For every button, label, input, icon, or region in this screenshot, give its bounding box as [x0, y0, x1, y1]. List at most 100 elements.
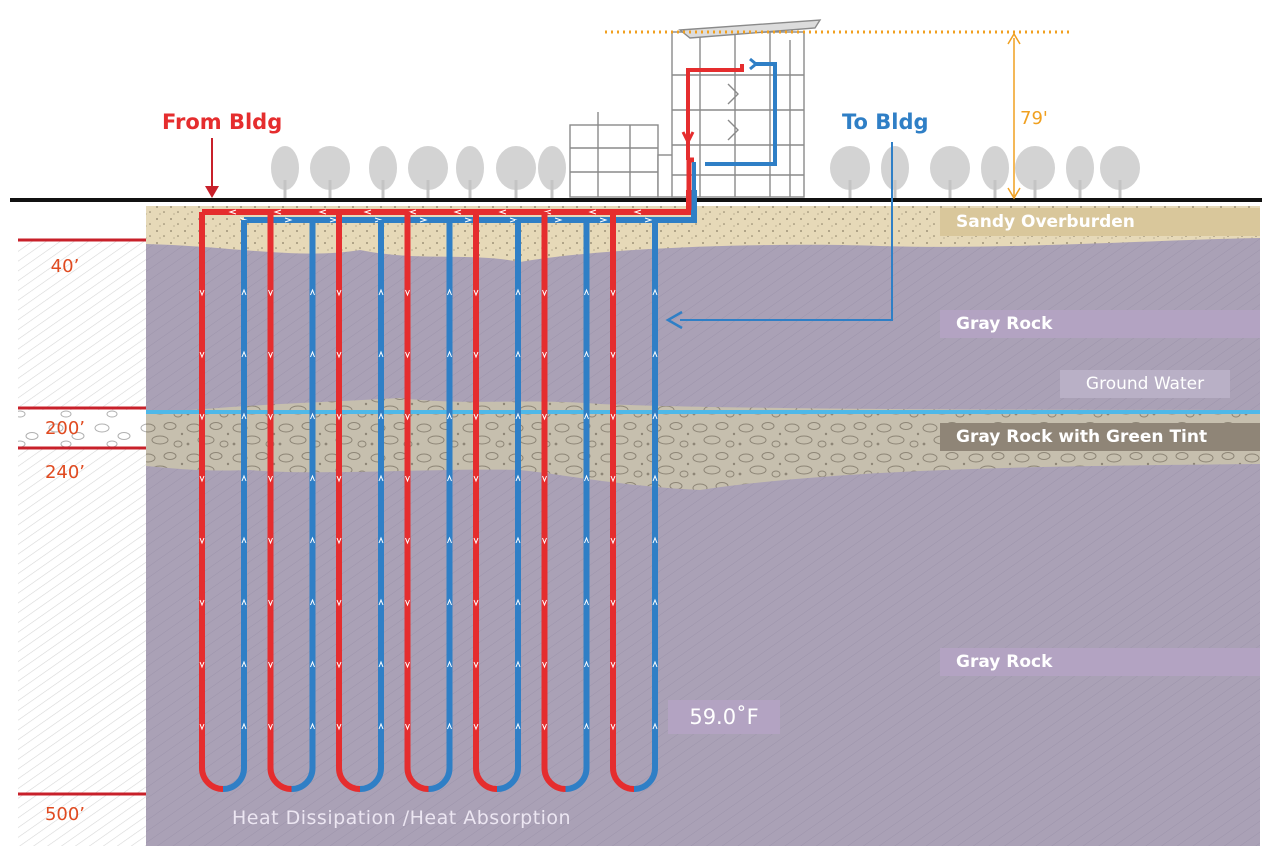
- down-flow-arrow-icon: [336, 599, 342, 607]
- left-hatch-section: [18, 206, 146, 846]
- down-flow-arrow-icon: [405, 537, 410, 545]
- from-bldg-label: From Bldg: [162, 110, 283, 134]
- up-flow-arrow-icon: [241, 412, 247, 420]
- up-flow-arrow-icon: [515, 412, 521, 420]
- down-flow-arrow-icon: [199, 351, 205, 359]
- up-flow-arrow-icon: [310, 288, 315, 296]
- building-height-label: 79': [1020, 108, 1048, 129]
- layer-tag-gray-rock-upper: Gray Rock: [940, 310, 1260, 338]
- layer-tag-sandy-overburden: Sandy Overburden: [940, 208, 1260, 236]
- down-flow-arrow-icon: [610, 413, 616, 421]
- up-flow-arrow-icon: [652, 350, 658, 358]
- up-flow-arrow-icon: [378, 660, 384, 668]
- heat-exchange-footer: Heat Dissipation /Heat Absorption: [232, 807, 572, 829]
- tree-icon: [930, 146, 970, 198]
- header-flow-arrow-icon: [273, 209, 282, 215]
- down-flow-arrow-icon: [268, 475, 273, 483]
- down-flow-arrow-icon: [473, 599, 479, 607]
- up-flow-arrow-icon: [584, 288, 589, 296]
- header-flow-arrow-icon: [363, 209, 372, 215]
- up-flow-arrow-icon: [447, 412, 452, 420]
- tree-icon: [496, 146, 536, 198]
- down-flow-arrow-icon: [336, 661, 342, 669]
- down-flow-arrow-icon: [268, 599, 273, 607]
- down-flow-arrow-icon: [473, 289, 479, 297]
- up-flow-arrow-icon: [310, 412, 315, 420]
- tree-icon: [1066, 146, 1094, 198]
- down-flow-arrow-icon: [199, 475, 205, 483]
- supply-well-bend: [610, 767, 635, 792]
- up-flow-arrow-icon: [310, 660, 315, 668]
- tree-icon: [310, 146, 350, 198]
- well-loop: [473, 212, 521, 792]
- riser-right-arrow-icon: [749, 57, 759, 71]
- supply-well-bend: [473, 767, 498, 792]
- well-loop: [336, 212, 384, 792]
- down-flow-arrow-icon: [405, 351, 410, 359]
- up-flow-arrow-icon: [310, 536, 315, 544]
- building-icon: [569, 19, 822, 198]
- return-well-bend: [222, 767, 247, 792]
- building-return-loop: [705, 62, 777, 166]
- return-well-bend: [565, 767, 590, 792]
- up-flow-arrow-icon: [515, 722, 521, 730]
- well-loops: [199, 212, 658, 792]
- up-flow-arrow-icon: [652, 660, 658, 668]
- tree-icon: [369, 146, 397, 198]
- height-arrow-up-icon: [1007, 32, 1021, 45]
- header-flow-arrow-icon: [419, 217, 428, 223]
- up-flow-arrow-icon: [378, 536, 384, 544]
- tree-icon: [1015, 146, 1055, 198]
- down-flow-arrow-icon: [405, 289, 410, 297]
- down-flow-arrow-icon: [542, 537, 547, 545]
- up-flow-arrow-icon: [584, 660, 589, 668]
- header-flow-arrow-icon: [599, 217, 608, 223]
- down-flow-arrow-icon: [336, 537, 342, 545]
- well-loop: [404, 212, 453, 792]
- down-flow-arrow-icon: [542, 289, 547, 297]
- down-flow-arrow-icon: [473, 661, 479, 669]
- down-flow-arrow-icon: [473, 723, 479, 731]
- down-flow-arrow-icon: [610, 537, 616, 545]
- up-flow-arrow-icon: [652, 412, 658, 420]
- up-flow-arrow-icon: [310, 722, 315, 730]
- up-flow-arrow-icon: [241, 288, 247, 296]
- down-flow-arrow-icon: [336, 413, 342, 421]
- down-flow-arrow-icon: [199, 661, 205, 669]
- down-flow-arrow-icon: [405, 475, 410, 483]
- tree-icon: [408, 146, 448, 198]
- depth-label-500: 500’: [44, 804, 86, 825]
- to-bldg-arrow-line: [680, 142, 893, 321]
- down-flow-arrow-icon: [610, 351, 616, 359]
- down-flow-arrow-icon: [473, 537, 479, 545]
- up-flow-arrow-icon: [447, 722, 452, 730]
- down-flow-arrow-icon: [473, 413, 479, 421]
- return-well-bend: [359, 767, 384, 792]
- up-flow-arrow-icon: [447, 474, 452, 482]
- left-top-soil: [18, 206, 146, 240]
- up-flow-arrow-icon: [584, 474, 589, 482]
- up-flow-arrow-icon: [378, 474, 384, 482]
- green-tint-pebble-band: [146, 398, 1260, 490]
- return-well-bend: [496, 767, 521, 792]
- to-bldg-arrow-icon: [665, 310, 683, 330]
- tree-icon: [881, 146, 909, 198]
- down-flow-arrow-icon: [405, 599, 410, 607]
- depth-label-40: 40’: [50, 256, 80, 277]
- return-well-bend: [428, 767, 453, 792]
- down-flow-arrow-icon: [268, 723, 273, 731]
- down-flow-arrow-icon: [199, 599, 205, 607]
- up-flow-arrow-icon: [378, 412, 384, 420]
- down-flow-arrow-icon: [610, 289, 616, 297]
- header-flow-arrow-icon: [284, 217, 293, 223]
- header-flow-arrow-icon: [228, 209, 237, 215]
- well-loop: [267, 212, 316, 792]
- down-flow-arrow-icon: [610, 475, 616, 483]
- return-well-bend: [633, 767, 658, 792]
- up-flow-arrow-icon: [515, 660, 521, 668]
- return-well-bend: [291, 767, 316, 792]
- up-flow-arrow-icon: [584, 536, 589, 544]
- down-flow-arrow-icon: [542, 723, 547, 731]
- well-loop: [610, 212, 658, 792]
